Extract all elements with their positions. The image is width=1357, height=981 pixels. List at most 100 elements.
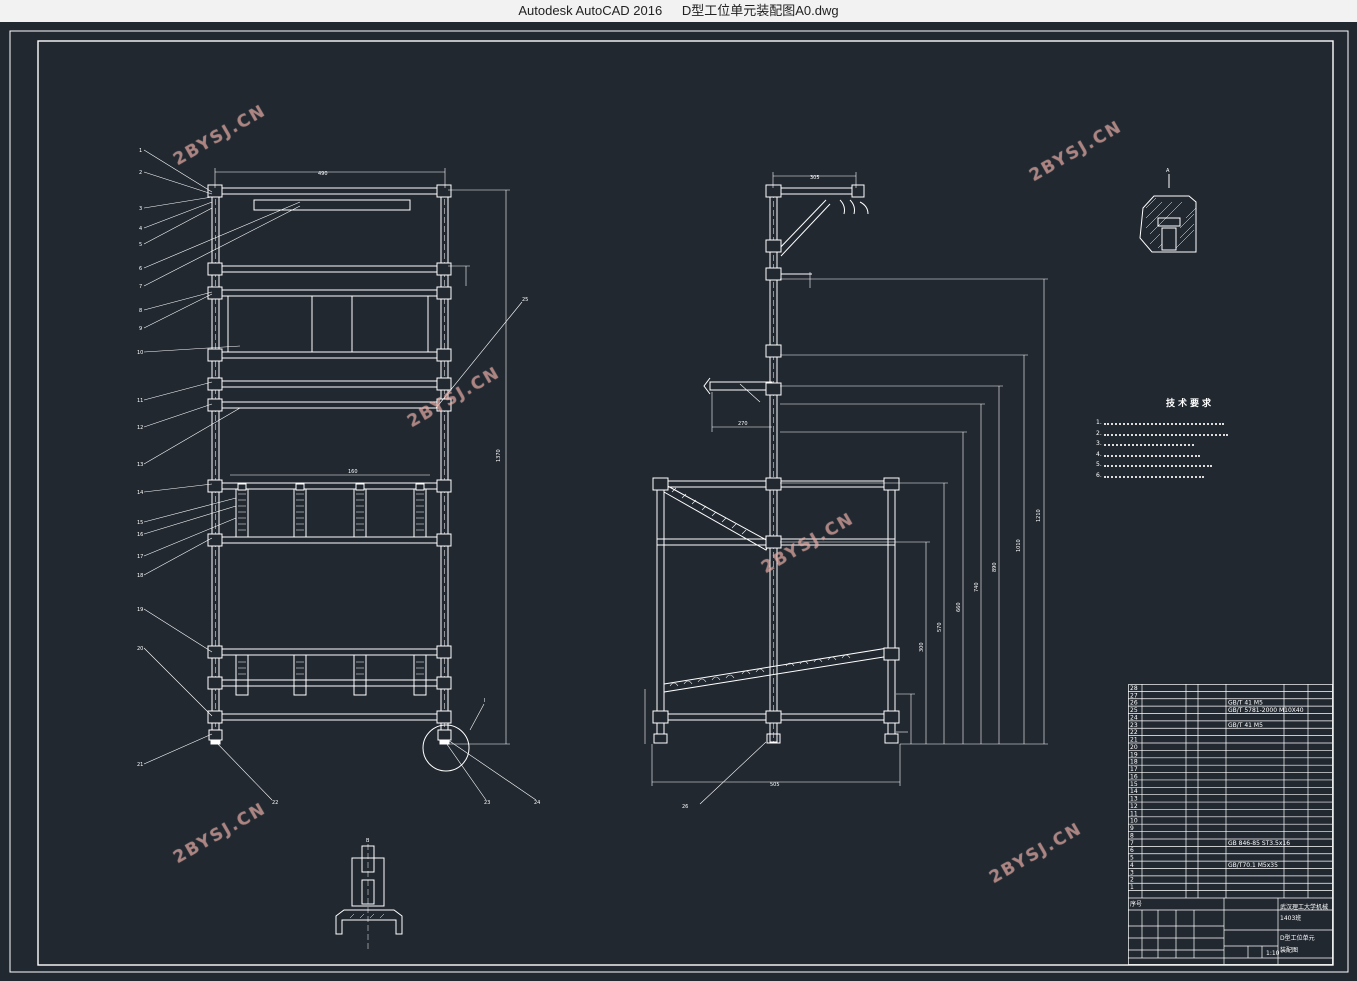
svg-text:300: 300: [919, 642, 925, 652]
svg-text:12: 12: [137, 425, 143, 431]
bom-row-number: 23: [1130, 722, 1138, 729]
svg-text:305: 305: [810, 175, 820, 181]
bom-row-number: 14: [1130, 788, 1138, 795]
tech-requirement-item: 5.: [1096, 460, 1228, 471]
tech-requirements-title: 技术要求: [1166, 399, 1215, 409]
bom-row-number: 22: [1130, 729, 1138, 736]
app-name: Autodesk AutoCAD 2016: [518, 3, 663, 18]
svg-text:1370: 1370: [496, 449, 502, 462]
title-school: 武汉理工大学机械: [1280, 903, 1328, 911]
side-view: [644, 172, 1048, 805]
tech-requirement-item: 6.: [1096, 471, 1228, 482]
bom-row-number: 2: [1130, 877, 1134, 884]
title-ratio: 1:10: [1266, 950, 1280, 957]
bom-row-number: 19: [1130, 751, 1138, 758]
svg-text:I: I: [484, 698, 485, 704]
bom-row-number: 26: [1130, 700, 1138, 707]
svg-text:15: 15: [137, 520, 143, 526]
svg-text:570: 570: [937, 622, 943, 632]
svg-text:890: 890: [992, 562, 998, 572]
svg-text:26: 26: [682, 804, 688, 810]
bom-row-number: 21: [1130, 737, 1138, 744]
svg-text:14: 14: [137, 490, 143, 496]
tech-requirement-item: 2.: [1096, 429, 1228, 440]
drawing-canvas[interactable]: 490 160 1370 305 505 270 1210 1010 890 7…: [0, 22, 1357, 976]
bom-row-code: GB/T70.1 M5x35: [1228, 862, 1278, 869]
svg-text:A: A: [1166, 168, 1170, 174]
svg-text:160: 160: [348, 469, 358, 475]
svg-text:3: 3: [139, 206, 142, 212]
outer-border: [9, 30, 1349, 973]
bom-header-no: 序号: [1130, 900, 1142, 908]
bom-row-number: 28: [1130, 685, 1138, 692]
tech-requirement-item: 1.: [1096, 418, 1228, 429]
bom-row-number: 25: [1130, 707, 1138, 714]
bom-row-number: 1: [1130, 884, 1134, 891]
bom-row-number: 11: [1130, 810, 1138, 817]
title-name: D型工位单元: [1280, 934, 1315, 942]
bom-row-number: 8: [1130, 832, 1134, 839]
bom-row-number: 4: [1130, 862, 1134, 869]
svg-text:4: 4: [139, 226, 142, 232]
tech-requirement-item: 3.: [1096, 439, 1228, 450]
svg-text:6: 6: [139, 266, 142, 272]
bom-row-number: 6: [1130, 847, 1134, 854]
svg-text:8: 8: [139, 308, 142, 314]
bom-row-number: 5: [1130, 855, 1134, 862]
svg-text:20: 20: [137, 646, 143, 652]
window-title-bar: Autodesk AutoCAD 2016 D型工位单元装配图A0.dwg: [0, 0, 1357, 23]
bom-row-number: 10: [1130, 818, 1138, 825]
svg-text:17: 17: [137, 554, 143, 560]
bom-row-code: GB 846-85 ST3.5x16: [1228, 840, 1290, 847]
drawing-svg: 490 160 1370 305 505 270 1210 1010 890 7…: [9, 30, 1349, 973]
inner-border: [37, 40, 1334, 966]
bom-row-code: GB/T 41 M5: [1228, 722, 1263, 729]
bom-row-number: 18: [1130, 759, 1138, 766]
svg-text:19: 19: [137, 607, 143, 613]
bom-row-number: 20: [1130, 744, 1138, 751]
svg-text:2: 2: [139, 170, 142, 176]
section-detail: [1139, 174, 1197, 253]
bom-row-number: 27: [1130, 692, 1138, 699]
foot-detail: [335, 844, 403, 952]
tech-requirements-list: 1. 2. 3. 4. 5. 6.: [1096, 418, 1228, 481]
bom-row-number: 16: [1130, 773, 1138, 780]
svg-text:25: 25: [522, 297, 528, 303]
bom-row-number: 12: [1130, 803, 1138, 810]
svg-text:740: 740: [974, 582, 980, 592]
svg-text:7: 7: [139, 284, 142, 290]
bom-row-code: GB/T 41 M5: [1228, 700, 1263, 707]
svg-text:1210: 1210: [1036, 509, 1042, 522]
bom-row-number: 24: [1130, 714, 1138, 721]
bom-row-number: 7: [1130, 840, 1134, 847]
svg-text:21: 21: [137, 762, 143, 768]
svg-text:23: 23: [484, 800, 490, 806]
title-drawing: 装配图: [1280, 946, 1298, 954]
svg-text:660: 660: [956, 602, 962, 612]
svg-text:22: 22: [272, 800, 278, 806]
svg-text:490: 490: [318, 171, 328, 177]
svg-text:16: 16: [137, 532, 143, 538]
svg-text:9: 9: [139, 326, 142, 332]
title-class: 1403班: [1280, 914, 1301, 922]
file-name: D型工位单元装配图A0.dwg: [681, 3, 839, 18]
bom-row-code: GB/T 5781-2000 M10X40: [1228, 707, 1304, 714]
svg-text:505: 505: [770, 782, 780, 788]
svg-text:270: 270: [738, 421, 748, 427]
svg-text:5: 5: [139, 242, 142, 248]
svg-text:13: 13: [137, 462, 143, 468]
front-view: [143, 149, 537, 801]
bom-row-number: 13: [1130, 796, 1138, 803]
svg-text:11: 11: [137, 398, 143, 404]
bom-row-number: 3: [1130, 869, 1134, 876]
svg-text:18: 18: [137, 573, 143, 579]
tech-requirement-item: 4.: [1096, 450, 1228, 461]
svg-text:1010: 1010: [1016, 539, 1022, 552]
svg-text:1: 1: [139, 148, 142, 154]
bom-row-number: 15: [1130, 781, 1138, 788]
svg-text:B: B: [366, 838, 370, 844]
bom-row-number: 17: [1130, 766, 1138, 773]
svg-text:24: 24: [534, 800, 540, 806]
bom-row-number: 9: [1130, 825, 1134, 832]
